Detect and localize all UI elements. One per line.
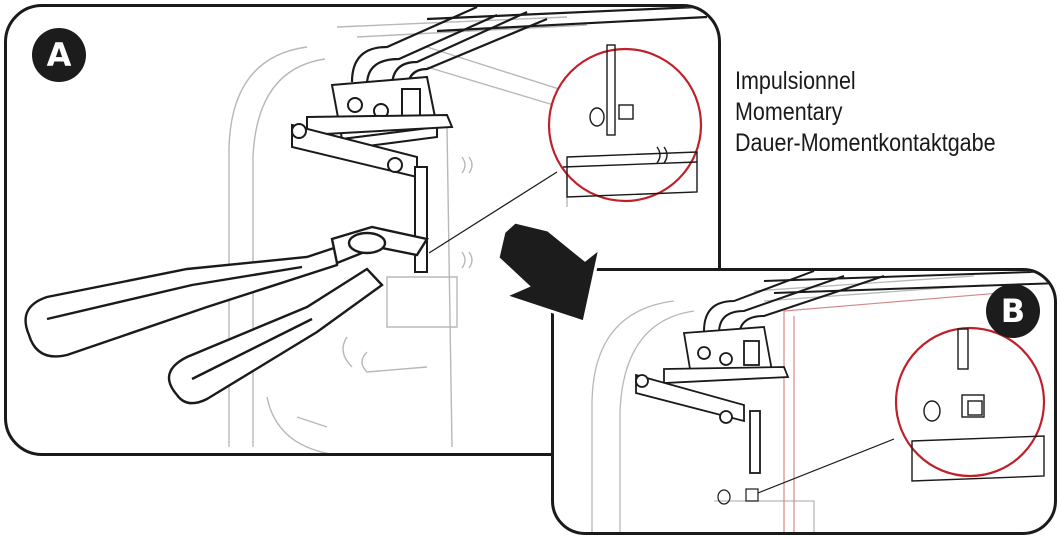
caption-de: Dauer-Momentkontaktgabe [735,129,996,157]
caption-fr: Impulsionnel [735,67,856,95]
badge-a: A [32,28,86,82]
panel-a-illustration [24,7,708,453]
pliers-icon [24,225,429,405]
caption-en: Momentary [735,98,843,126]
panel-b-illustration [591,271,1054,532]
panel-b [551,268,1057,535]
badge-b: B [986,284,1040,338]
caption-block: Impulsionnel Momentary Dauer-Momentkonta… [735,66,996,159]
